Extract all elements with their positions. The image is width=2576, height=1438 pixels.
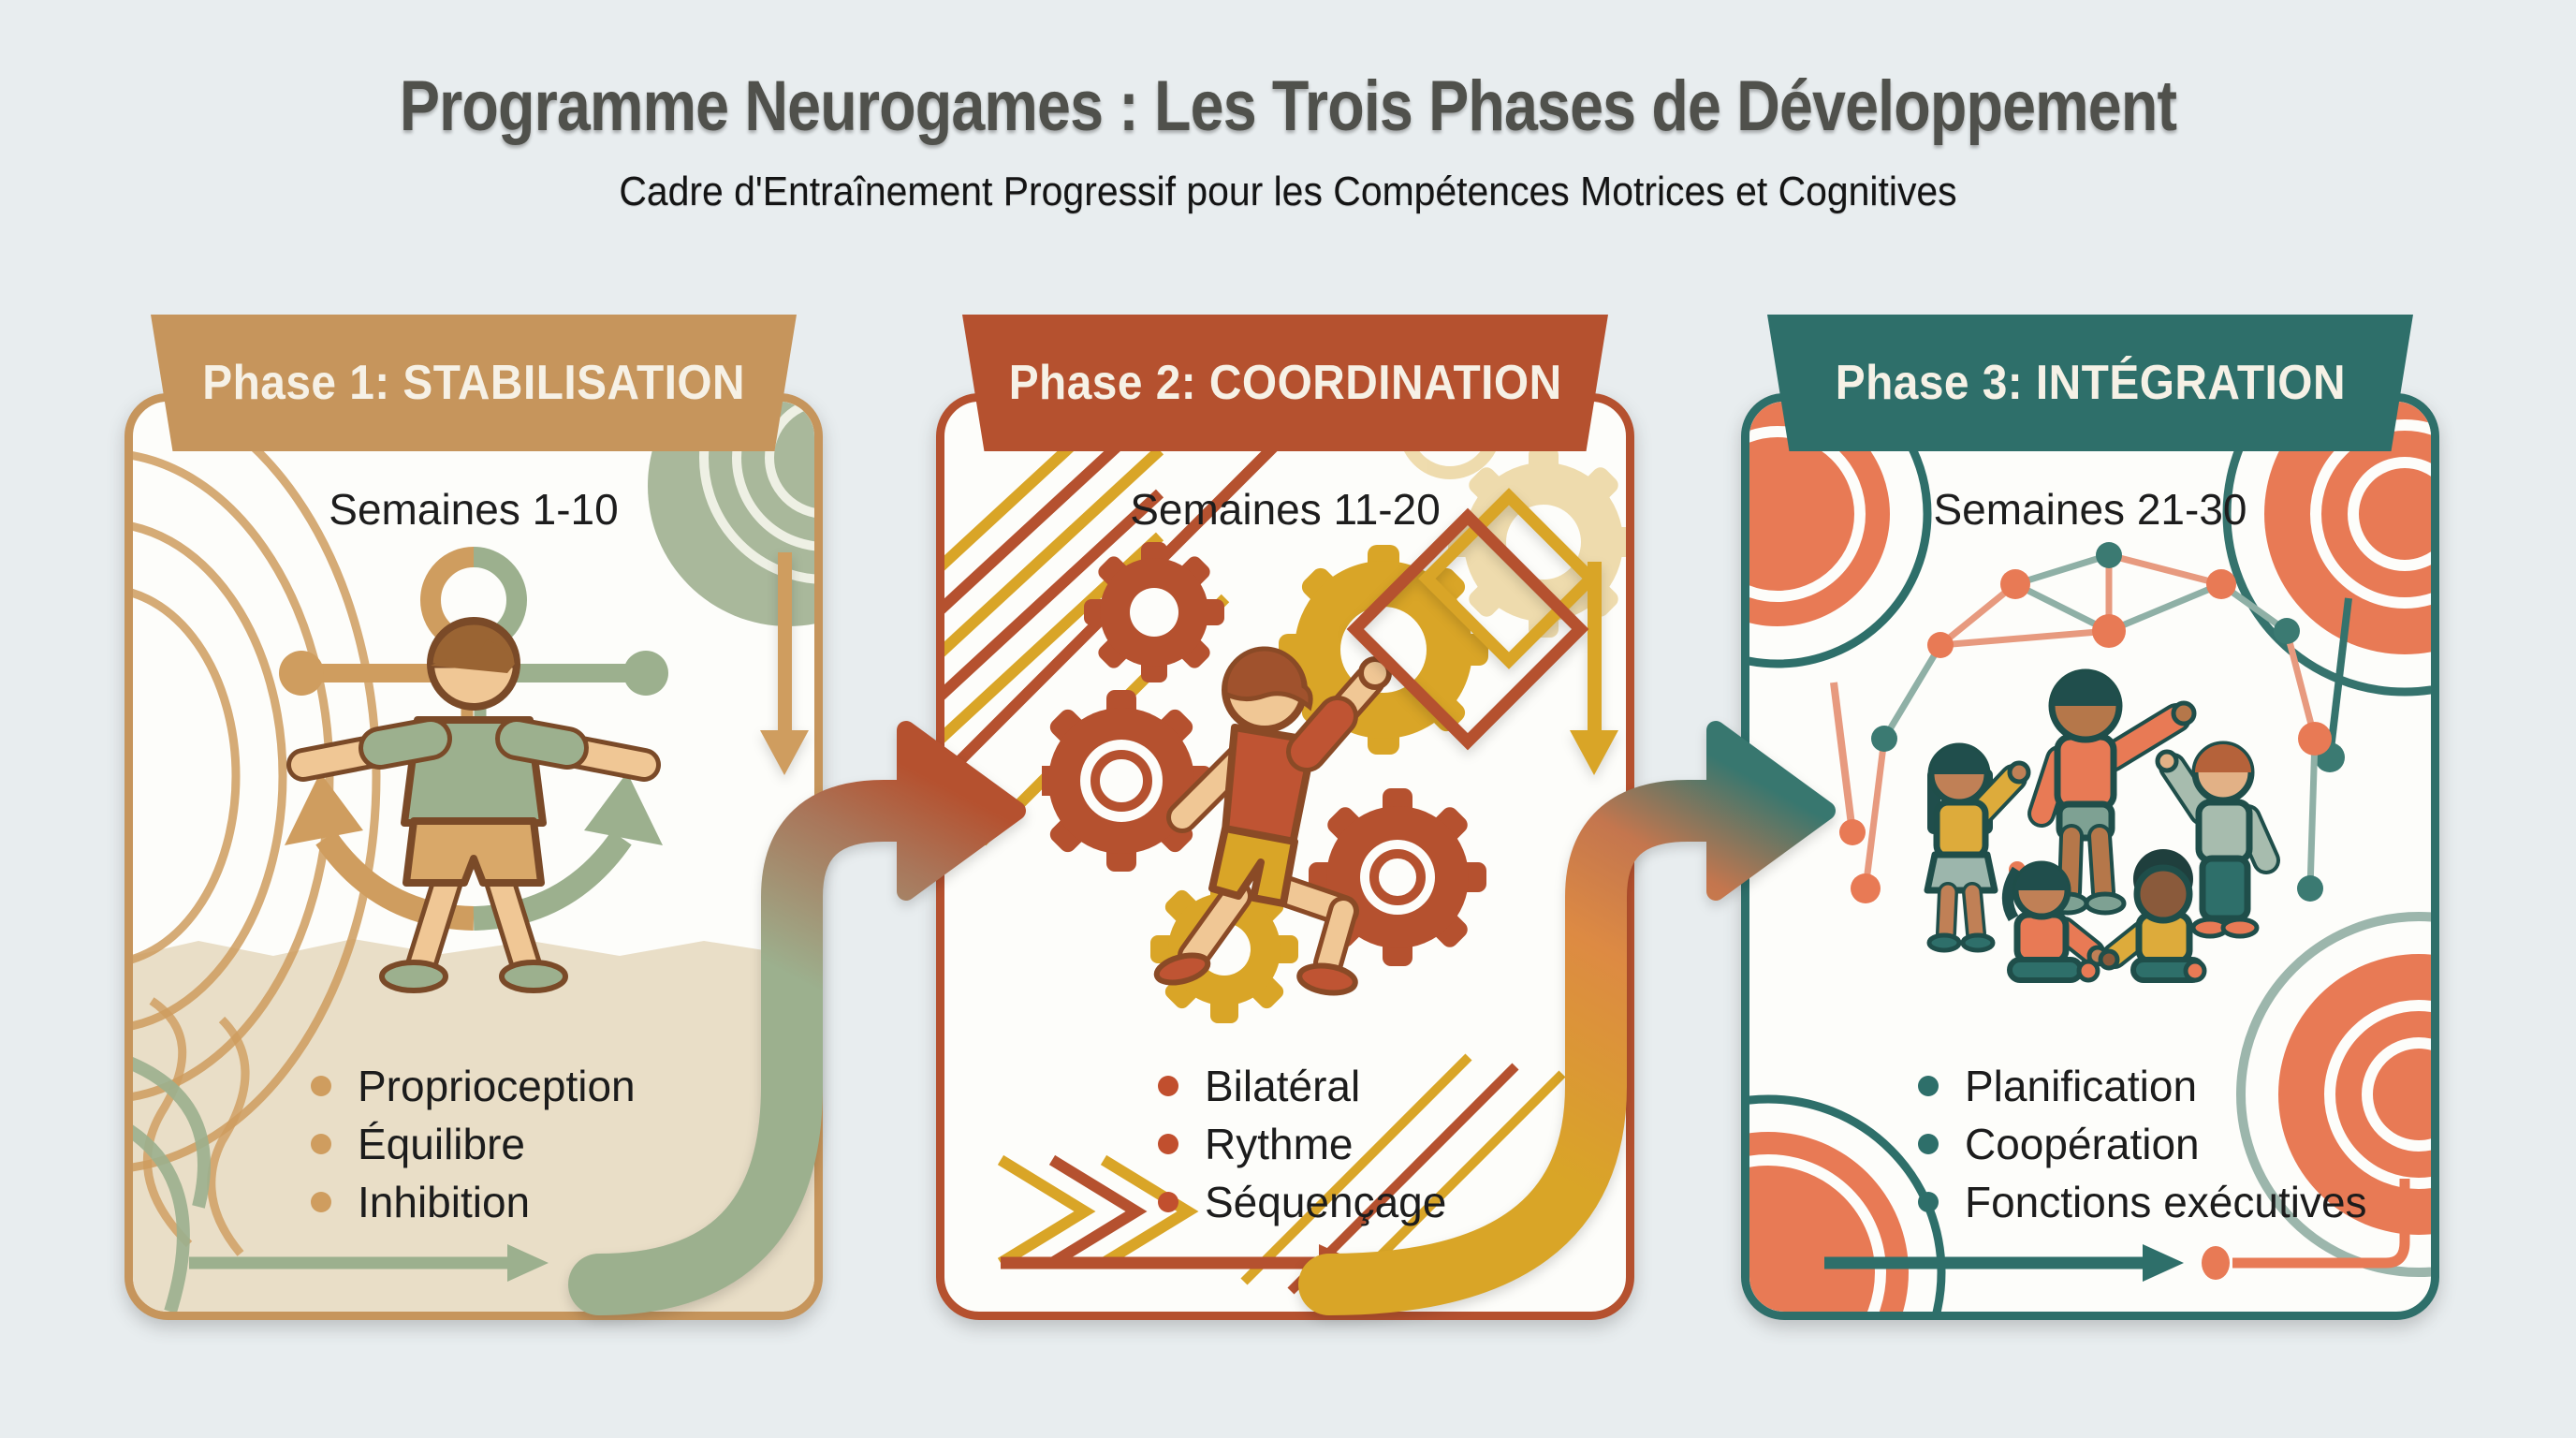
bottom-flow-arrow-icon — [189, 1244, 549, 1282]
phase-banner-coordination: Phase 2: COORDINATION — [962, 315, 1608, 451]
banner-label: Phase 2: COORDINATION — [1008, 356, 1562, 410]
list-item: Fonctions exécutives — [1918, 1173, 2367, 1231]
banner-label: Phase 3: INTÉGRATION — [1835, 356, 2346, 410]
list-item: Inhibition — [311, 1173, 636, 1231]
child-balance-anchor-icon — [279, 547, 668, 993]
weeks-label: Semaines 1-10 — [329, 485, 619, 534]
banner-label: Phase 1: STABILISATION — [202, 356, 745, 410]
list-item: Séquençage — [1158, 1173, 1446, 1231]
bullet-label: Fonctions exécutives — [1965, 1178, 2367, 1226]
bullet-dot-icon — [1918, 1134, 1939, 1154]
bullet-dot-icon — [311, 1076, 331, 1096]
bullet-dot-icon — [1158, 1076, 1178, 1096]
bullet-label: Inhibition — [358, 1178, 531, 1226]
bullet-list: Planification Coopération Fonctions exéc… — [1918, 1057, 2367, 1231]
list-item: Rythme — [1158, 1115, 1446, 1173]
bullet-list: Proprioception Équilibre Inhibition — [311, 1057, 636, 1231]
phase-banner-integration: Phase 3: INTÉGRATION — [1767, 315, 2413, 451]
bullet-label: Planification — [1965, 1062, 2198, 1110]
bullet-dot-icon — [1918, 1076, 1939, 1096]
bullet-label: Proprioception — [358, 1062, 636, 1110]
children-group-network-icon — [1851, 542, 2332, 983]
bullet-dot-icon — [1158, 1134, 1178, 1154]
list-item: Coopération — [1918, 1115, 2367, 1173]
bottom-flow-arrow-icon — [1001, 1244, 1360, 1282]
bullet-list: Bilatéral Rythme Séquençage — [1158, 1057, 1446, 1231]
child-running-gears-icon — [1042, 542, 1488, 1023]
bullet-label: Coopération — [1965, 1120, 2200, 1168]
weeks-label: Semaines 11-20 — [1130, 485, 1441, 534]
list-item: Planification — [1918, 1057, 2367, 1115]
phase-banner-stabilisation: Phase 1: STABILISATION — [151, 315, 797, 451]
bullet-dot-icon — [1918, 1192, 1939, 1212]
list-item: Proprioception — [311, 1057, 636, 1115]
phase-card-integration: Semaines 21-30 — [1741, 393, 2439, 1320]
bullet-dot-icon — [311, 1134, 331, 1154]
page-subtitle: Cadre d'Entraînement Progressif pour les… — [619, 169, 1957, 214]
bullet-label: Bilatéral — [1205, 1062, 1361, 1110]
list-item: Bilatéral — [1158, 1057, 1446, 1115]
bullet-label: Séquençage — [1205, 1178, 1447, 1226]
phase-card-coordination: Semaines 11-20 — [936, 393, 1634, 1320]
bullet-label: Équilibre — [358, 1120, 525, 1168]
bullet-label: Rythme — [1205, 1120, 1354, 1168]
phase-card-stabilisation: Semaines 1-10 — [124, 393, 823, 1320]
weeks-label: Semaines 21-30 — [1933, 485, 2247, 534]
list-item: Équilibre — [311, 1115, 636, 1173]
page-title: Programme Neurogames : Les Trois Phases … — [399, 66, 2177, 146]
bullet-dot-icon — [311, 1192, 331, 1212]
bullet-dot-icon — [1158, 1192, 1178, 1212]
